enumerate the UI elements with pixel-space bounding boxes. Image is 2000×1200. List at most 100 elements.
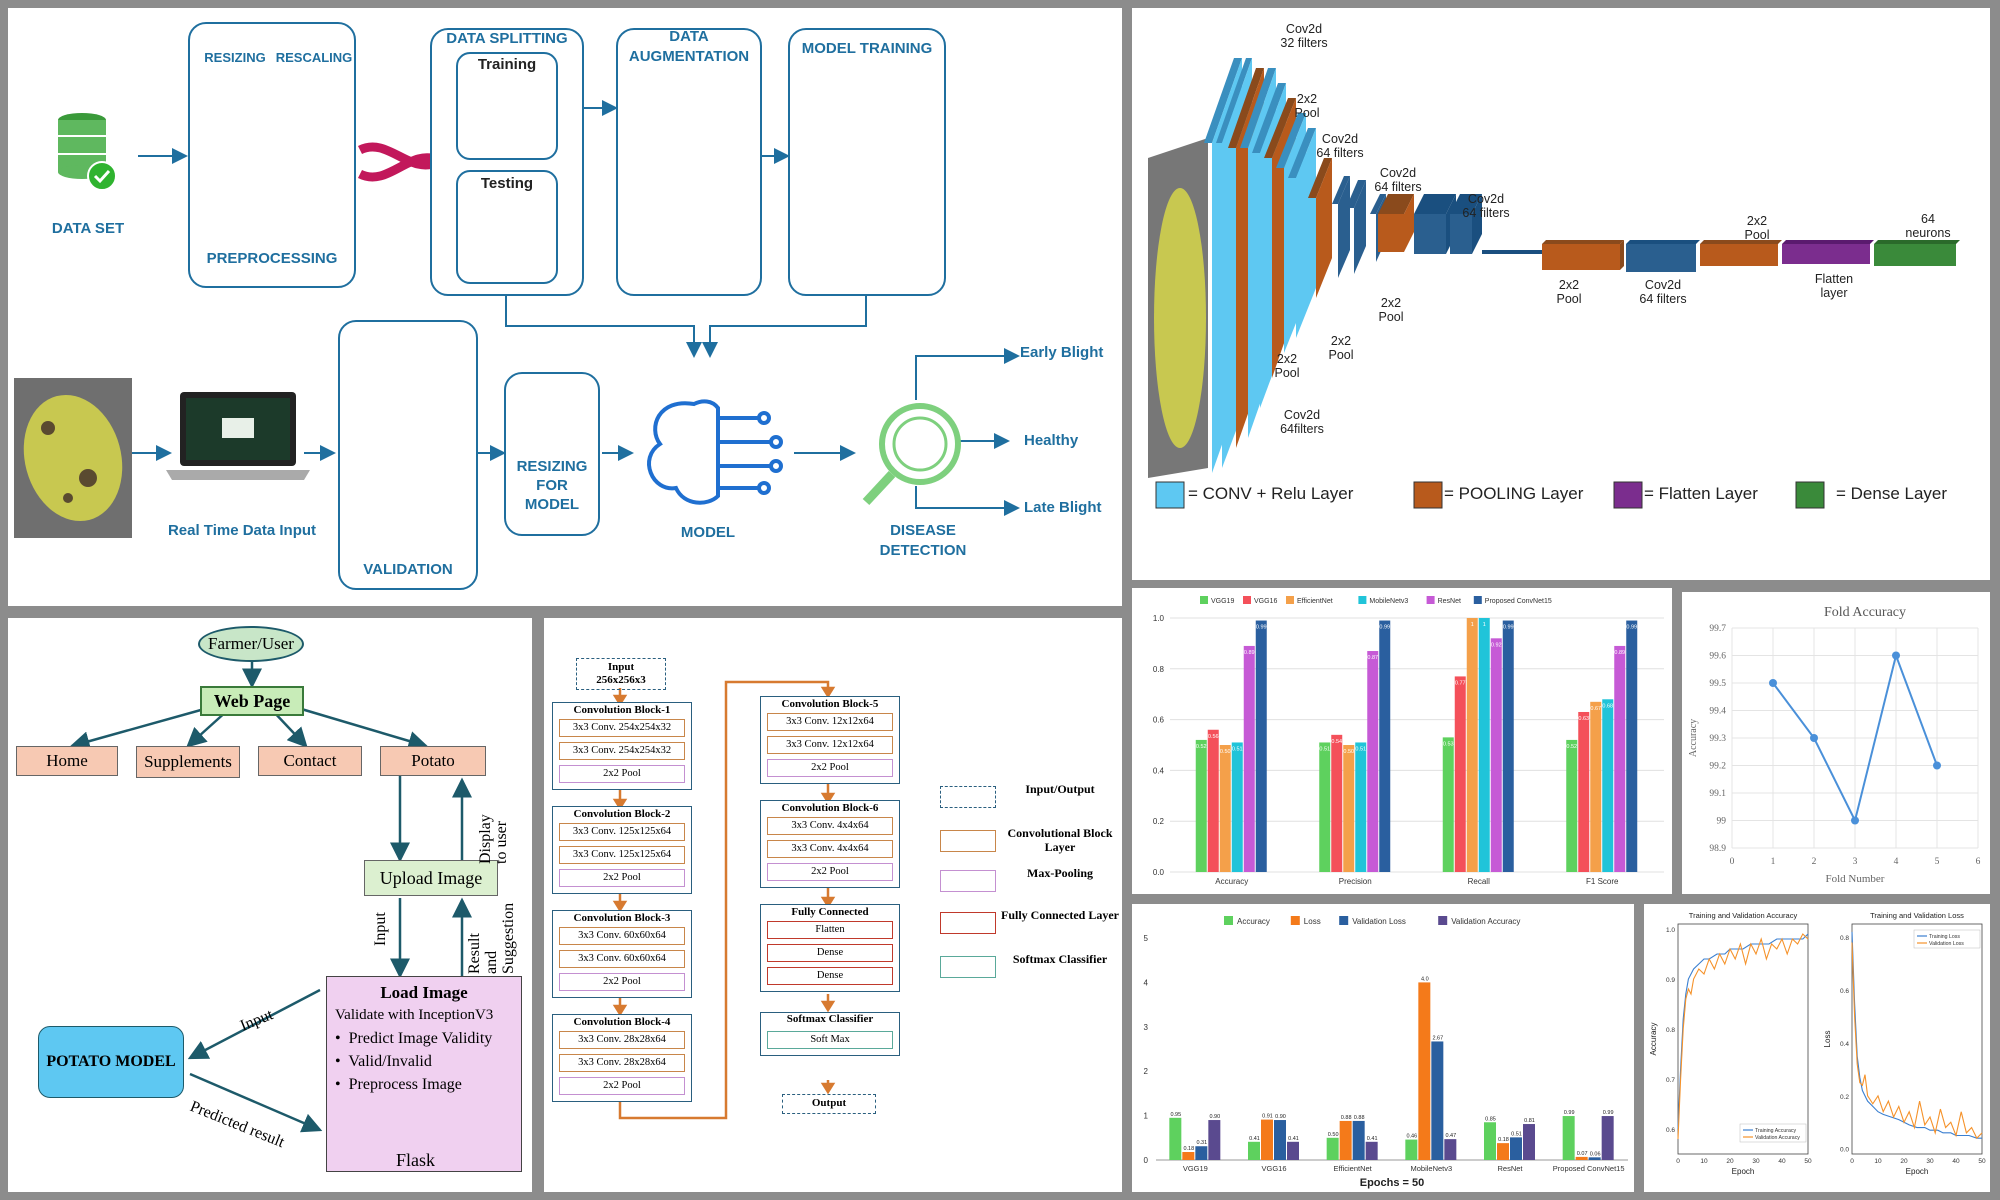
legend-dense-label: = Dense Layer: [1836, 484, 1948, 503]
bar-proposed-convnet15: [1255, 620, 1267, 872]
bar-value-label: 0.52: [1566, 744, 1577, 750]
y-axis-label: Accuracy: [1649, 1023, 1658, 1056]
legend-label: Input/Output: [1025, 782, 1095, 796]
x-tick-label: 50: [1804, 1158, 1812, 1165]
bar-vgg16: [1207, 729, 1219, 872]
conv-block-row: Dense: [767, 967, 893, 985]
curve-validation-loss: [1851, 942, 1983, 1140]
brain-model-icon: [647, 399, 783, 505]
bar-value-label: 0.63: [1578, 716, 1589, 722]
bar-resnet: [1367, 651, 1379, 872]
bar-value-label: 0.18: [1498, 1137, 1509, 1143]
testing-label: Testing: [480, 175, 534, 192]
x-axis-label: Epochs = 50: [1360, 1177, 1425, 1189]
conv-block-title: Convolution Block-6: [781, 802, 879, 814]
rescaling-label: RESCALING: [275, 50, 353, 65]
bar-value-label: 0.54: [1331, 739, 1342, 745]
legend-box: [1739, 1123, 1807, 1143]
legend-swatch: [1286, 596, 1294, 604]
legend-swatch: [1438, 916, 1448, 925]
x-tick-label: 10: [1874, 1158, 1882, 1165]
legend-label: EfficientNet: [1297, 598, 1333, 605]
bar-value-label: 0.50: [1343, 749, 1354, 755]
cnn-diagram: [1148, 58, 1960, 509]
arch-input-size: 256x256x3: [596, 674, 646, 686]
input-leaf-image: [1148, 138, 1208, 478]
x-tick-label: 20: [1726, 1158, 1734, 1165]
conv-block-row: 3x3 Conv. 4x4x64: [767, 840, 893, 858]
bar-value-label: 4.0: [1421, 976, 1429, 982]
bar-value-label: 0.51: [1232, 746, 1243, 752]
merge-arrow-icon: [357, 142, 441, 182]
bar-vgg16: [1331, 734, 1343, 872]
legend-label: VGG16: [1254, 598, 1277, 605]
fold-line-chart: Fold Accuracy98.99999.199.299.399.499.59…: [1688, 605, 1981, 885]
legend-swatch: [940, 786, 996, 808]
bar-vgg16: [1578, 711, 1590, 872]
y-tick-label: 1.0: [1153, 614, 1165, 623]
y-tick-label: 98.9: [1709, 844, 1726, 854]
y-tick-label: 99: [1717, 817, 1727, 827]
legend-label: VGG19: [1211, 598, 1234, 605]
x-tick-label: EfficientNet: [1334, 1164, 1373, 1173]
y-tick-label: 5: [1144, 934, 1149, 943]
chart-title: Training and Validation Loss: [1870, 911, 1964, 920]
conv-block-row: 3x3 Conv. 60x60x64: [559, 927, 685, 945]
loss-curve-chart: Training and Validation Loss0.00.20.40.6…: [1823, 911, 1986, 1176]
flask-label: Flask: [396, 1150, 436, 1170]
conv-block-title: Convolution Block-4: [573, 1016, 671, 1028]
legend-label: Softmax Classifier: [1012, 952, 1108, 966]
bar-value-label: 1: [1471, 622, 1474, 628]
preprocessing-label: PREPROCESSING: [206, 250, 338, 267]
upload-image-node: Upload Image: [364, 860, 498, 896]
x-tick-label: VGG19: [1183, 1164, 1208, 1173]
y-tick-label: 99.3: [1709, 734, 1726, 744]
x-tick-label: ResNet: [1497, 1164, 1523, 1173]
legend-label: Max-Pooling: [1027, 866, 1093, 880]
bar-value-label: 2.67: [1432, 1035, 1443, 1041]
x-tick-label: Accuracy: [1215, 877, 1248, 886]
bar-proposed-convnet15: [1626, 620, 1638, 872]
bar-validation-loss: [1195, 1146, 1208, 1160]
bar-value-label: 0.46: [1406, 1134, 1417, 1140]
legend-label: Training Loss: [1929, 934, 1960, 940]
bar-value-label: 0.51: [1355, 746, 1366, 752]
plot-frame: [1677, 923, 1809, 1155]
legend-box: [1913, 929, 1981, 949]
legend-pool-label: = POOLING Layer: [1444, 484, 1584, 503]
contact-node: Contact: [258, 746, 362, 776]
arch-input-label: Input: [607, 661, 635, 673]
bar-value-label: 0.50: [1328, 1132, 1339, 1138]
bar-value-label: 0.88: [1341, 1115, 1352, 1121]
conv-block-title: Convolution Block-1: [573, 704, 671, 716]
bar-value-label: 0.89: [1244, 650, 1255, 656]
preprocessing-box: [188, 22, 356, 288]
y-tick-label: 2: [1144, 1067, 1149, 1076]
bar-value-label: 0.99: [1564, 1110, 1575, 1116]
bar-validation-loss: [1510, 1137, 1522, 1160]
y-tick-label: 0.0: [1840, 1147, 1849, 1154]
bar-value-label: 0.90: [1275, 1114, 1286, 1120]
dataset-label: DATA SET: [51, 220, 125, 237]
y-tick-label: 3: [1144, 1023, 1149, 1032]
bar-value-label: 0.67: [1590, 706, 1601, 712]
bar-value-label: 0.81: [1524, 1118, 1535, 1124]
data-splitting-label: DATA SPLITTING: [446, 30, 568, 47]
legend-swatch: [1426, 596, 1435, 604]
bar-value-label: 0.87: [1367, 655, 1378, 661]
input-label-1: Input: [372, 912, 389, 946]
legend-label: Validation Loss: [1929, 941, 1964, 947]
bar-value-label: 0.88: [1354, 1115, 1365, 1121]
y-tick-label: 0.0: [1153, 868, 1165, 877]
bar-efficientnet: [1343, 745, 1355, 872]
conv-block-row: 2x2 Pool: [559, 765, 685, 783]
conv-block-row: 3x3 Conv. 28x28x64: [559, 1054, 685, 1072]
legend-swatch: [1224, 916, 1233, 925]
